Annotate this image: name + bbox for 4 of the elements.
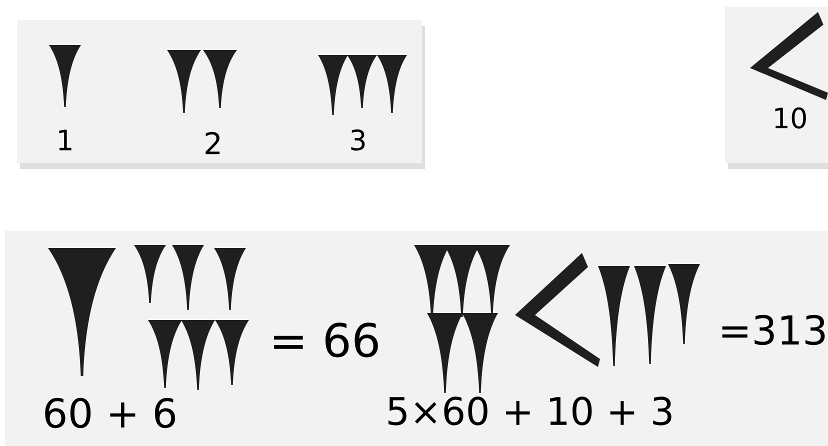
number-label: 5×60 + 10 + 3 xyxy=(388,396,672,426)
number-label: 60 + 6 xyxy=(45,398,176,428)
number-label: =313 xyxy=(722,314,825,346)
number-label: = 66 xyxy=(274,322,378,358)
